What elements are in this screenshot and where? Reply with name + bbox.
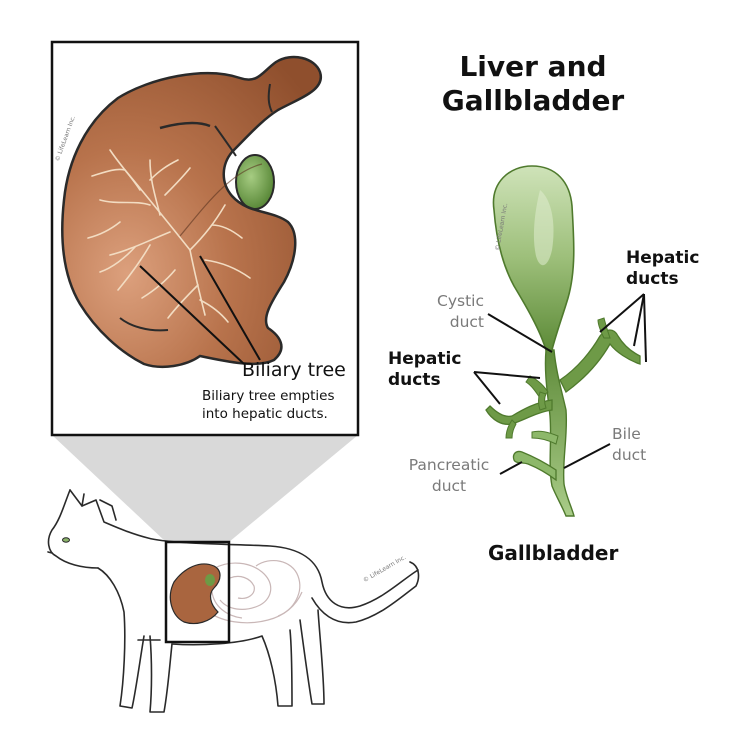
hepatic-right-line1: Hepatic xyxy=(626,248,700,268)
pancreatic-line1: Pancreatic xyxy=(408,456,490,474)
hepatic-ducts-left-label: Hepatic ducts xyxy=(388,349,461,392)
biliary-tree xyxy=(87,149,251,323)
hepatic-left-line2: ducts xyxy=(388,370,441,391)
liver-lobe-line xyxy=(214,125,237,157)
bile-duct-label: Bile duct xyxy=(612,424,646,466)
hepatic-duct-right-shape xyxy=(559,329,641,393)
liver-illustration xyxy=(61,55,323,368)
liver-shape xyxy=(61,55,323,368)
gallbladder-small xyxy=(235,154,275,210)
hepatic-right-pointer xyxy=(599,293,645,333)
bile-duct-pointer xyxy=(563,443,611,469)
hepatic-right-pointer xyxy=(633,293,645,347)
gallbladder-title: Gallbladder xyxy=(488,541,619,565)
gallbladder-shape xyxy=(492,165,575,351)
liver-lobe-line xyxy=(119,317,169,332)
biliary-pointer-line xyxy=(139,265,245,365)
hepatic-left-line1: Hepatic xyxy=(388,349,462,369)
cystic-line2: duct xyxy=(449,312,484,331)
liver-lobe-line xyxy=(267,83,273,113)
pancreatic-duct-pointer xyxy=(499,461,523,475)
main-title-line2: Gallbladder xyxy=(441,83,625,117)
hepatic-duct-left-shape xyxy=(485,399,553,426)
pancreatic-line2: duct xyxy=(431,476,467,495)
gallbladder-illustration xyxy=(485,165,641,517)
pancreatic-duct-shape xyxy=(512,450,557,482)
biliary-pointer-line xyxy=(199,255,261,361)
liver-lobe-line xyxy=(179,163,263,237)
zoom-wedge xyxy=(52,435,358,542)
hepatic-left-pointer xyxy=(473,371,501,405)
zoom-box xyxy=(164,540,231,644)
liver-lobe-line xyxy=(159,121,211,130)
biliary-tree-note: Biliary tree empties into hepatic ducts. xyxy=(202,388,334,423)
bile-line2: duct xyxy=(612,445,647,464)
hepatic-right-pointer xyxy=(643,293,647,363)
cat-intestines xyxy=(205,559,303,624)
hepatic-left-pointer xyxy=(473,371,541,379)
hepatic-ducts-right-label: Hepatic ducts xyxy=(626,248,699,291)
cystic-duct-pointer xyxy=(487,313,553,353)
biliary-note-line2: into hepatic ducts. xyxy=(202,405,328,422)
main-title: Liver and Gallbladder xyxy=(438,50,628,117)
hepatic-right-line2: ducts xyxy=(626,269,679,290)
biliary-note-line1: Biliary tree empties xyxy=(202,388,335,404)
main-title-line1: Liver and xyxy=(459,50,607,83)
cystic-duct-label: Cystic duct xyxy=(424,291,484,333)
cat-gallbladder-small xyxy=(205,574,215,586)
cystic-line1: Cystic xyxy=(437,292,484,310)
biliary-tree-label: Biliary tree xyxy=(242,359,346,381)
bile-line1: Bile xyxy=(612,425,641,443)
pancreatic-duct-label: Pancreatic duct xyxy=(397,455,501,497)
cat-illustration xyxy=(47,489,420,713)
